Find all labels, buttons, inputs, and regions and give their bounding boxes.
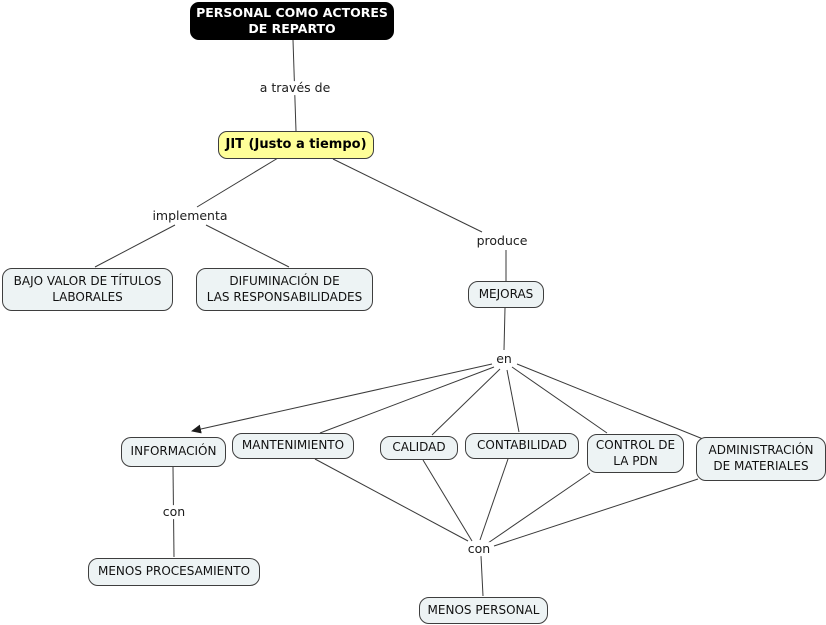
- node-label: DIFUMINACIÓN DE: [229, 273, 340, 288]
- node-contabilidad[interactable]: CONTABILIDAD: [465, 433, 579, 459]
- node-control-pdn[interactable]: CONTROL DE LA PDN: [587, 434, 684, 473]
- node-mantenimiento[interactable]: MANTENIMIENTO: [232, 433, 354, 459]
- node-label: MENOS PERSONAL: [427, 602, 540, 617]
- edge-jit-produce: [332, 158, 483, 233]
- node-jit[interactable]: JIT (Justo a tiempo): [218, 131, 374, 159]
- link-label-con-bottom[interactable]: con: [465, 541, 493, 557]
- edge-en-mantenimiento: [319, 366, 495, 434]
- edge-en-contabilidad: [506, 369, 520, 433]
- edge-jit-implementa: [196, 157, 279, 208]
- node-difuminacion-responsabilidades[interactable]: DIFUMINACIÓN DE LAS RESPONSABILIDADES: [196, 268, 373, 311]
- node-menos-personal[interactable]: MENOS PERSONAL: [419, 597, 548, 624]
- node-label: CONTABILIDAD: [477, 438, 567, 453]
- edge-en-calidad: [431, 368, 501, 436]
- node-label: CONTROL DE: [595, 437, 676, 452]
- edge-implementa-difuminacion: [205, 224, 290, 268]
- node-label: ADMINISTRACIÓN: [708, 443, 814, 458]
- edge-con-menos-personal: [480, 555, 484, 597]
- node-informacion[interactable]: INFORMACIÓN: [121, 437, 226, 467]
- link-label-en[interactable]: en: [494, 351, 514, 367]
- edge-control-pdn-con: [487, 472, 591, 544]
- link-label-a-traves-de[interactable]: a través de: [257, 80, 333, 96]
- node-administracion-materiales[interactable]: ADMINISTRACIÓN DE MATERIALES: [696, 437, 826, 481]
- edge-calidad-con: [422, 459, 473, 542]
- edge-en-informacion: [191, 363, 493, 434]
- node-label: INFORMACIÓN: [130, 444, 217, 459]
- node-personal-como-actores[interactable]: PERSONAL COMO ACTORES DE REPARTO: [190, 2, 394, 40]
- node-label: PERSONAL COMO ACTORES: [196, 4, 388, 20]
- link-label-con-left[interactable]: con: [160, 504, 188, 520]
- node-label: LAS RESPONSABILIDADES: [206, 289, 363, 304]
- link-label-produce[interactable]: produce: [474, 233, 530, 249]
- node-label: CALIDAD: [392, 440, 446, 455]
- node-label: LABORALES: [52, 289, 123, 304]
- edge-administracion-con: [493, 478, 699, 547]
- node-label: DE MATERIALES: [713, 459, 809, 473]
- node-label: MANTENIMIENTO: [241, 438, 345, 453]
- edge-implementa-bajo-valor: [94, 224, 176, 268]
- node-mejoras[interactable]: MEJORAS: [468, 281, 544, 308]
- node-label: JIT (Justo a tiempo): [225, 136, 367, 152]
- node-calidad[interactable]: CALIDAD: [380, 436, 458, 460]
- link-label-implementa[interactable]: implementa: [150, 208, 230, 224]
- edge-mantenimiento-con: [314, 458, 469, 542]
- edge-mejoras-en: [503, 307, 506, 351]
- node-label: DE REPARTO: [248, 21, 336, 36]
- node-label: BAJO VALOR DE TÍTULOS: [13, 273, 162, 288]
- node-label: LA PDN: [613, 453, 658, 468]
- node-label: MEJORAS: [478, 286, 534, 301]
- node-bajo-valor-titulos[interactable]: BAJO VALOR DE TÍTULOS LABORALES: [2, 268, 173, 311]
- node-menos-procesamiento[interactable]: MENOS PROCESAMIENTO: [88, 558, 260, 586]
- node-label: MENOS PROCESAMIENTO: [97, 564, 251, 579]
- edge-contabilidad-con: [479, 458, 509, 541]
- edge-en-administracion: [516, 363, 704, 440]
- edge-en-control-pdn: [511, 366, 608, 434]
